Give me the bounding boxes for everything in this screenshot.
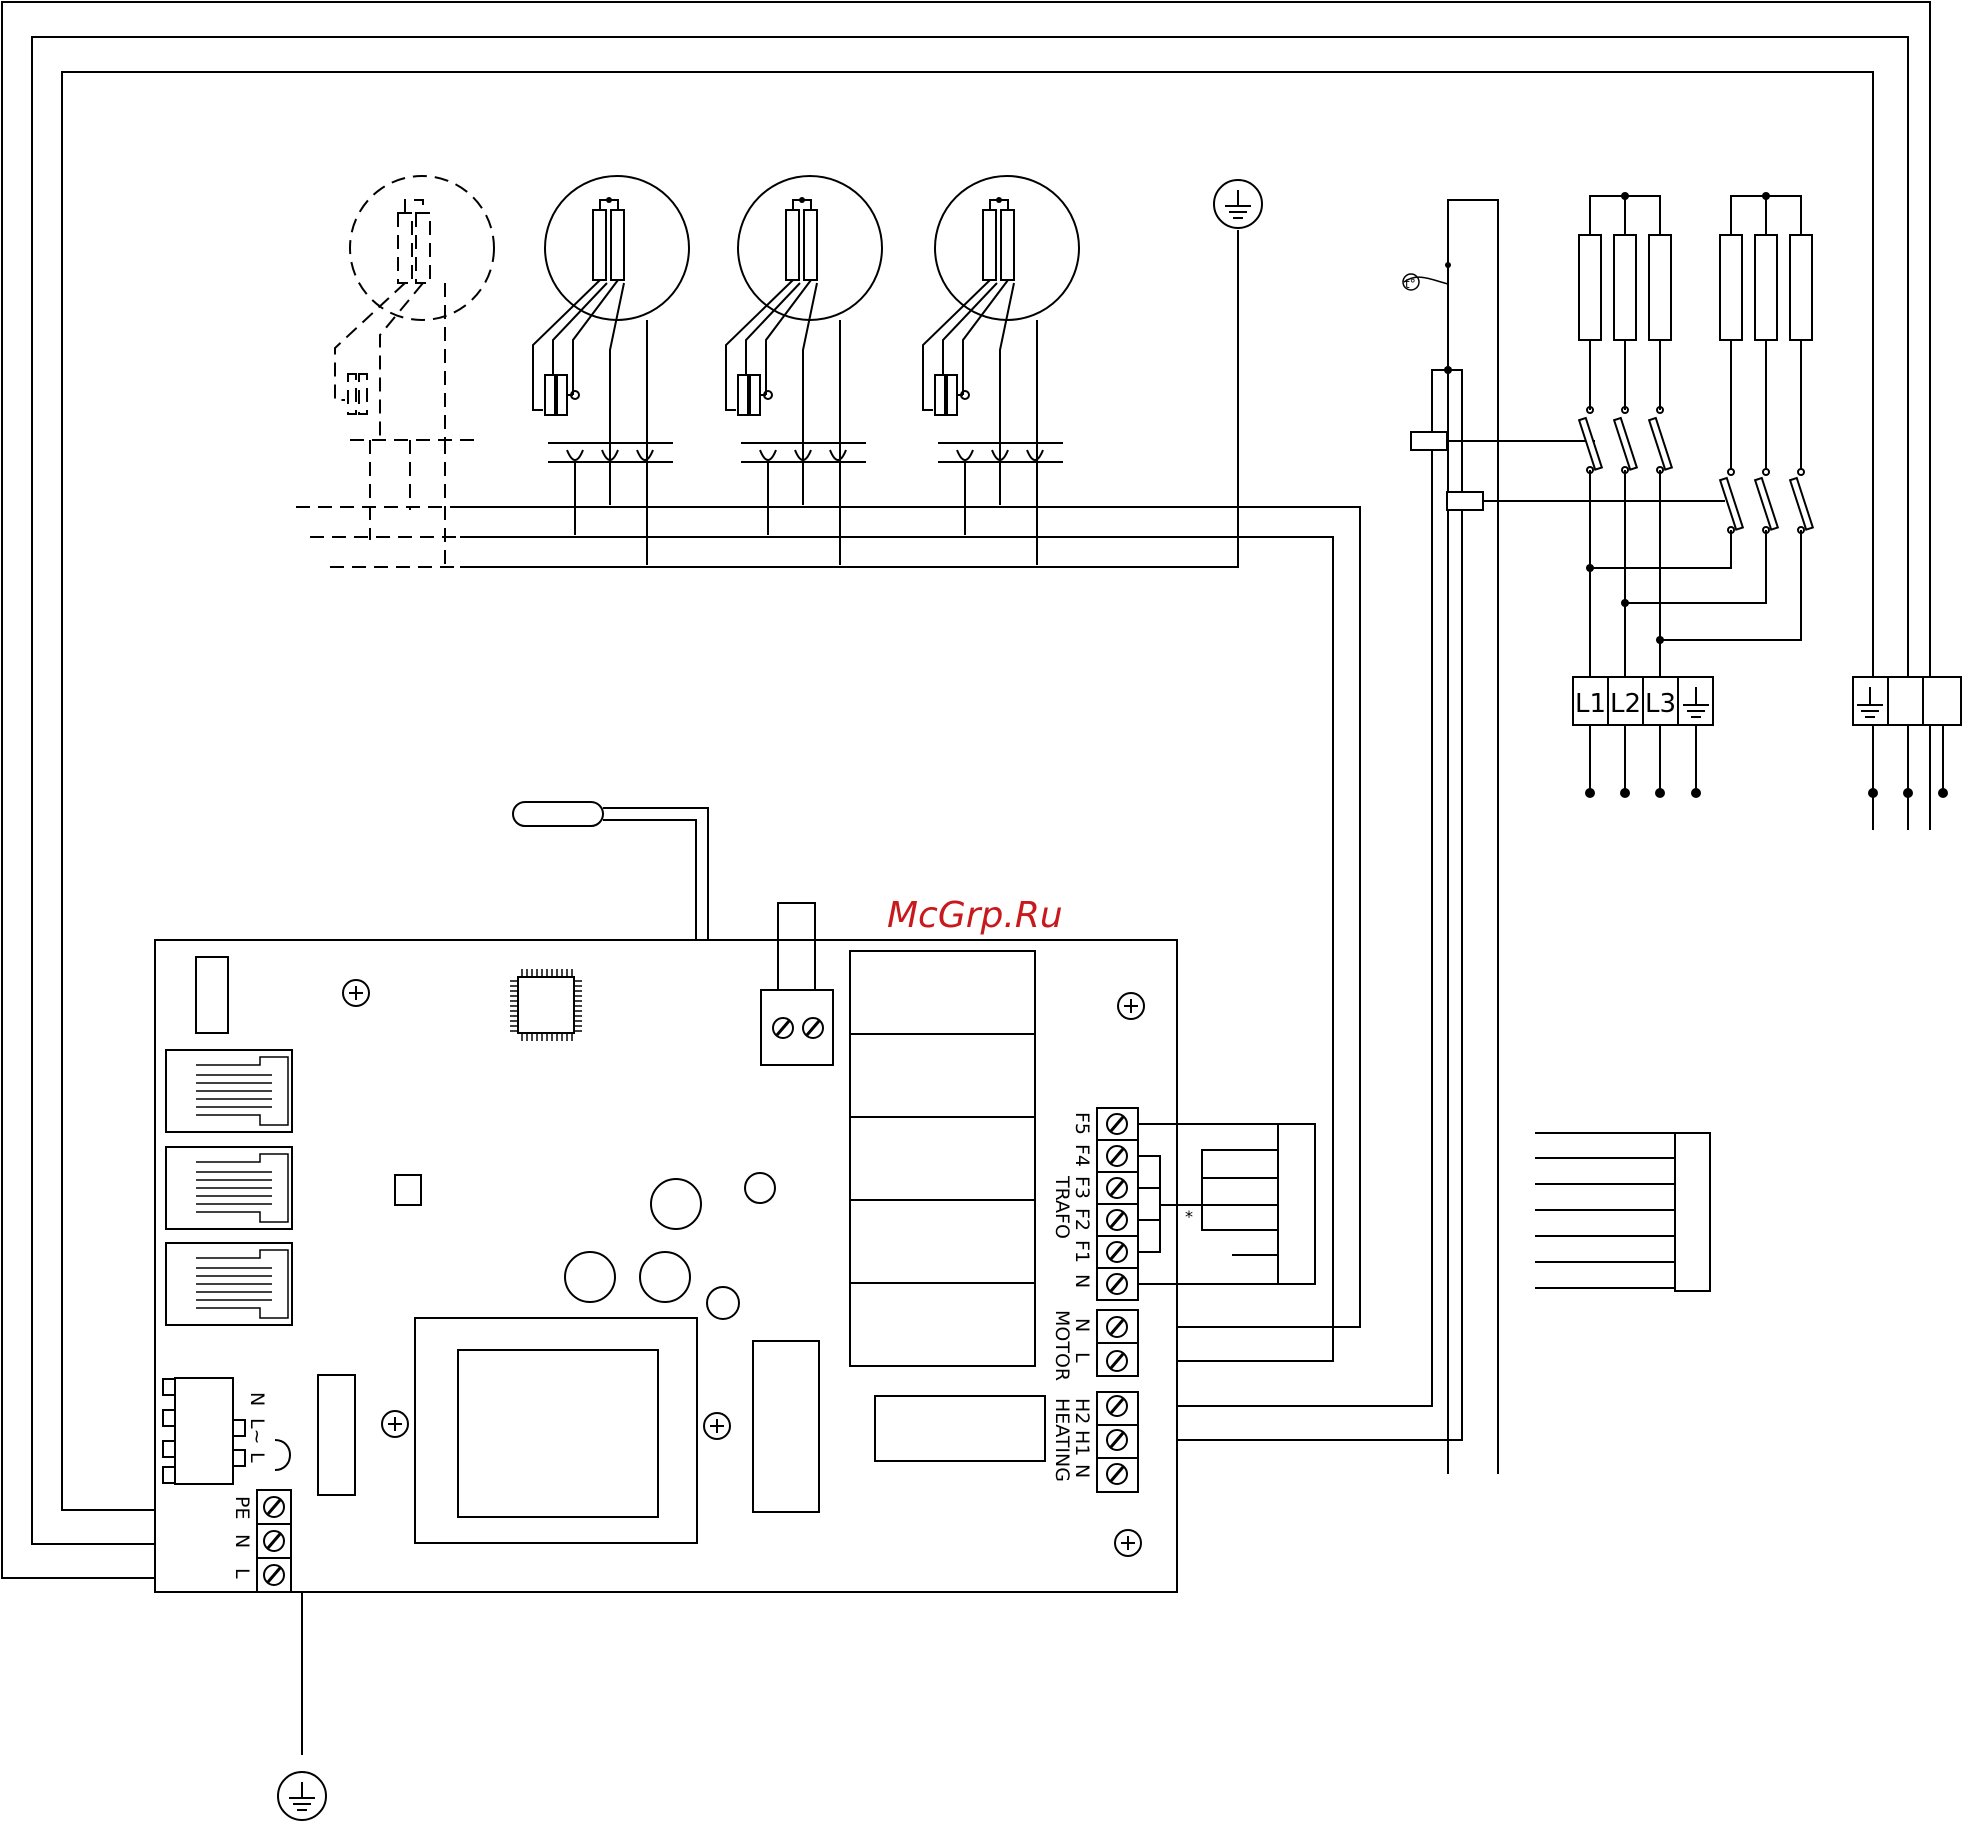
- screw-terminal-icon: [1107, 1146, 1127, 1166]
- motor-label-l: L: [1071, 1352, 1093, 1363]
- ribbon-connector: [1535, 1133, 1710, 1291]
- mounting-hole-icon: [382, 1411, 408, 1437]
- rj-jack-2: [166, 1147, 292, 1229]
- relay-stack: [850, 951, 1035, 1366]
- heater-bank-1: [1579, 192, 1672, 677]
- heating-title: HEATING: [1051, 1398, 1073, 1482]
- mounting-hole-icon: [1118, 993, 1144, 1019]
- trafo-label-f5: F5: [1071, 1112, 1093, 1135]
- microcontroller: [510, 969, 582, 1041]
- mounting-hole-icon: [1115, 1530, 1141, 1556]
- terminal-label-n: N: [231, 1534, 253, 1548]
- screw-terminal-icon: [1107, 1464, 1127, 1484]
- trafo-label-f2: F2: [1071, 1208, 1093, 1231]
- trafo-label-f1: F1: [1071, 1240, 1093, 1263]
- screw-terminal-icon: [1107, 1178, 1127, 1198]
- screw-terminal-icon: [1107, 1210, 1127, 1230]
- screw-terminal-icon: [264, 1531, 284, 1551]
- terminal-label-l: L: [231, 1568, 253, 1579]
- screw-terminal-icon: [1107, 1396, 1127, 1416]
- trafo-note: *: [1185, 1207, 1193, 1226]
- mounting-hole-icon: [343, 980, 369, 1006]
- switch-label-l-tilde: L~: [246, 1418, 268, 1445]
- screw-terminal-icon: [1107, 1114, 1127, 1134]
- trafo-title: TRAFO: [1051, 1175, 1073, 1239]
- screw-terminal-icon: [803, 1018, 823, 1038]
- switch-label-l: L: [246, 1452, 268, 1463]
- heating-label-h1: H1: [1071, 1430, 1093, 1456]
- supply-label-l2: L2: [1610, 689, 1641, 719]
- screw-terminal-icon: [1107, 1430, 1127, 1450]
- supply-label-l3: L3: [1645, 689, 1676, 719]
- watermark: McGrp.Ru: [887, 895, 1063, 936]
- mounting-hole-icon: [704, 1413, 730, 1439]
- terminal-label-pe: PE: [231, 1496, 253, 1519]
- ground-icon: [1214, 180, 1262, 228]
- switch-label-n: N: [246, 1392, 268, 1406]
- trafo-label-n: N: [1071, 1274, 1093, 1288]
- heating-label-n: N: [1071, 1464, 1093, 1478]
- motor-dashed: [296, 176, 494, 570]
- screw-terminal-icon: [264, 1565, 284, 1585]
- screw-terminal-icon: [1107, 1317, 1127, 1337]
- screw-terminal-icon: [1107, 1274, 1127, 1294]
- screw-terminal-icon: [1107, 1242, 1127, 1262]
- rj-jack-1: [166, 1050, 292, 1132]
- ground-icon: [278, 1772, 326, 1820]
- motor-label-n: N: [1071, 1318, 1093, 1332]
- rj-jack-3: [166, 1243, 292, 1325]
- supply-terminal-block: L1 L2 L3: [1573, 677, 1961, 798]
- heating-label-h2: H2: [1071, 1398, 1093, 1424]
- screw-terminal-icon: [264, 1497, 284, 1517]
- thermostat-symbol: t°: [1405, 277, 1416, 291]
- screw-terminal-icon: [773, 1018, 793, 1038]
- trafo-label-f3: F3: [1071, 1176, 1093, 1199]
- trafo-label-f4: F4: [1071, 1144, 1093, 1167]
- screw-terminal-icon: [1107, 1351, 1127, 1371]
- heater-relay-circuit: t°: [1138, 200, 1725, 1474]
- motor-title: MOTOR: [1051, 1310, 1073, 1381]
- supply-label-l1: L1: [1575, 689, 1606, 719]
